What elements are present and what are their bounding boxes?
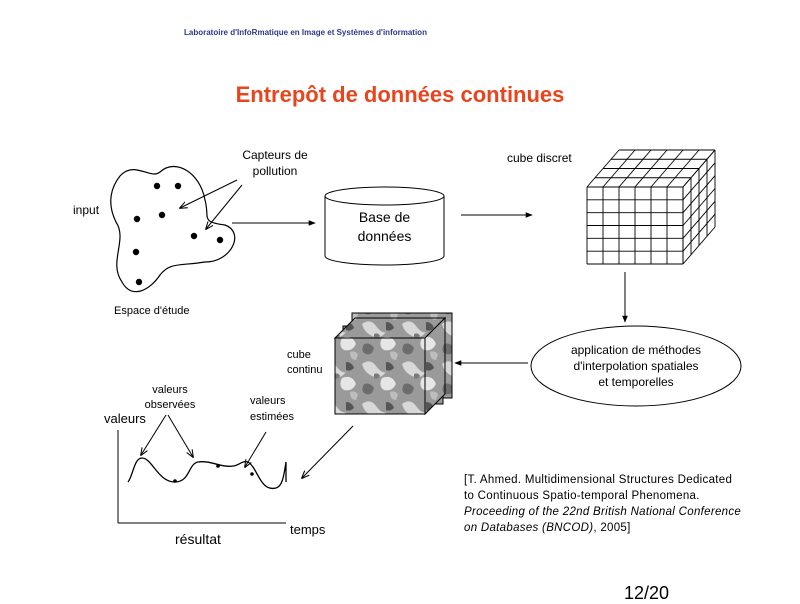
slide-title: Entrepôt de données continues xyxy=(235,82,565,107)
y-axis-label: valeurs xyxy=(104,411,146,426)
x-axis-label: temps xyxy=(290,522,326,537)
sensor-points xyxy=(132,182,224,286)
estimated-values-label: valeurs estimées xyxy=(250,395,295,423)
input-label: input xyxy=(73,203,100,217)
database-cylinder xyxy=(324,186,445,266)
discrete-cube-label: cube discret xyxy=(507,151,572,165)
page-number: 12/20 xyxy=(624,583,670,603)
result-graph xyxy=(117,414,287,524)
value-curve xyxy=(127,457,287,489)
study-area-blob xyxy=(110,166,236,293)
observed-values-label: valeurs observées xyxy=(144,384,196,411)
sensor-pointer-2 xyxy=(206,184,243,229)
citation: [T. Ahmed. Multidimensional Structures D… xyxy=(464,474,742,534)
sensor-pointer-1 xyxy=(180,179,238,208)
database-label: Base de données xyxy=(357,209,412,244)
discrete-cube xyxy=(586,149,716,265)
result-label: résultat xyxy=(175,531,221,547)
arrow-to-result-graph xyxy=(302,425,354,478)
interpolation-ellipse xyxy=(530,325,742,407)
continuous-cube xyxy=(333,312,453,416)
study-area-label: Espace d'étude xyxy=(114,305,190,317)
continuous-cube-label: cube continu xyxy=(287,349,323,376)
interpolation-label: application de méthodes d'interpolation … xyxy=(570,343,702,389)
sensors-label: Capteurs de pollution xyxy=(242,148,308,178)
lab-header: Laboratoire d'InfoRmatique en Image et S… xyxy=(184,28,427,37)
